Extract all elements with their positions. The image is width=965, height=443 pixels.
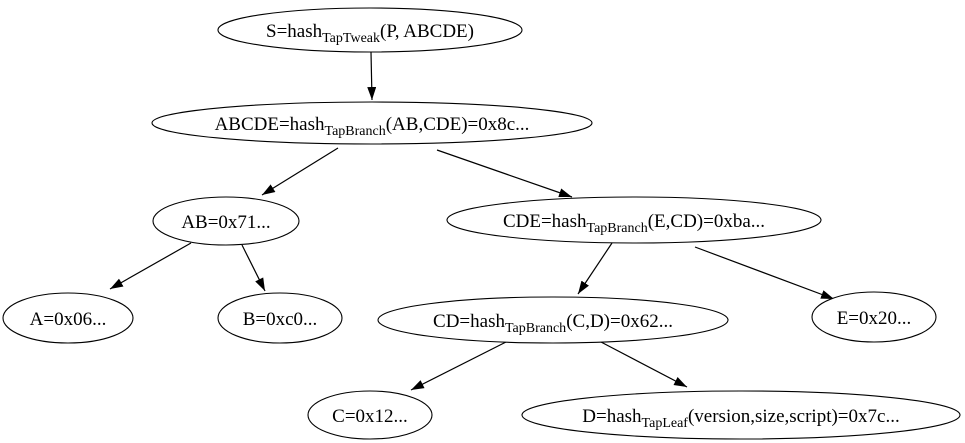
- node-S: S=hashTapTweak(P, ABCDE): [217, 7, 523, 53]
- node-D-label: D=hashTapLeaf(version,size,script)=0x7c.…: [582, 406, 899, 431]
- edge-group: [109, 51, 835, 391]
- edge-CD-D: [600, 341, 688, 388]
- node-B-label: B=0xc0...: [243, 309, 318, 330]
- node-E: E=0x20...: [811, 291, 937, 343]
- node-B-ellipse: [217, 292, 343, 344]
- edge-S-ABCDE: [367, 51, 377, 101]
- node-A-label: A=0x06...: [30, 309, 107, 330]
- node-E-ellipse: [811, 291, 937, 343]
- edge-AB-B: [241, 244, 266, 292]
- node-AB-label: AB=0x71...: [181, 212, 270, 233]
- node-CDE: CDE=hashTapBranch(E,CD)=0xba...: [446, 196, 822, 244]
- node-AB-ellipse: [152, 196, 300, 246]
- node-S-label: S=hashTapTweak(P, ABCDE): [266, 21, 474, 46]
- node-D-ellipse: [521, 390, 961, 440]
- node-ABCDE-ellipse: [151, 101, 593, 145]
- node-B: B=0xc0...: [217, 292, 343, 344]
- node-CD-label: CD=hashTapBranch(C,D)=0x62...: [433, 311, 673, 336]
- node-ABCDE: ABCDE=hashTapBranch(AB,CDE)=0x8c...: [151, 101, 593, 145]
- node-E-label: E=0x20...: [837, 308, 912, 329]
- node-CD-ellipse: [377, 296, 729, 344]
- node-CDE-label: CDE=hashTapBranch(E,CD)=0xba...: [503, 211, 765, 236]
- edge-CD-C: [410, 340, 509, 391]
- node-ABCDE-label: ABCDE=hashTapBranch(AB,CDE)=0x8c...: [215, 114, 530, 139]
- edge-ABCDE-CDE: [436, 149, 573, 198]
- node-C-label: C=0x12...: [332, 406, 408, 427]
- node-C: C=0x12...: [307, 390, 433, 440]
- edge-CDE-E: [694, 246, 835, 300]
- node-CD: CD=hashTapBranch(C,D)=0x62...: [377, 296, 729, 344]
- edge-CDE-CD: [577, 242, 613, 295]
- edge-ABCDE-AB: [261, 147, 339, 196]
- node-CDE-ellipse: [446, 196, 822, 244]
- node-AB: AB=0x71...: [152, 196, 300, 246]
- node-A-ellipse: [2, 292, 134, 344]
- node-C-ellipse: [307, 390, 433, 440]
- edge-AB-A: [109, 242, 192, 290]
- node-A: A=0x06...: [2, 292, 134, 344]
- node-D: D=hashTapLeaf(version,size,script)=0x7c.…: [521, 390, 961, 440]
- node-S-ellipse: [217, 7, 523, 53]
